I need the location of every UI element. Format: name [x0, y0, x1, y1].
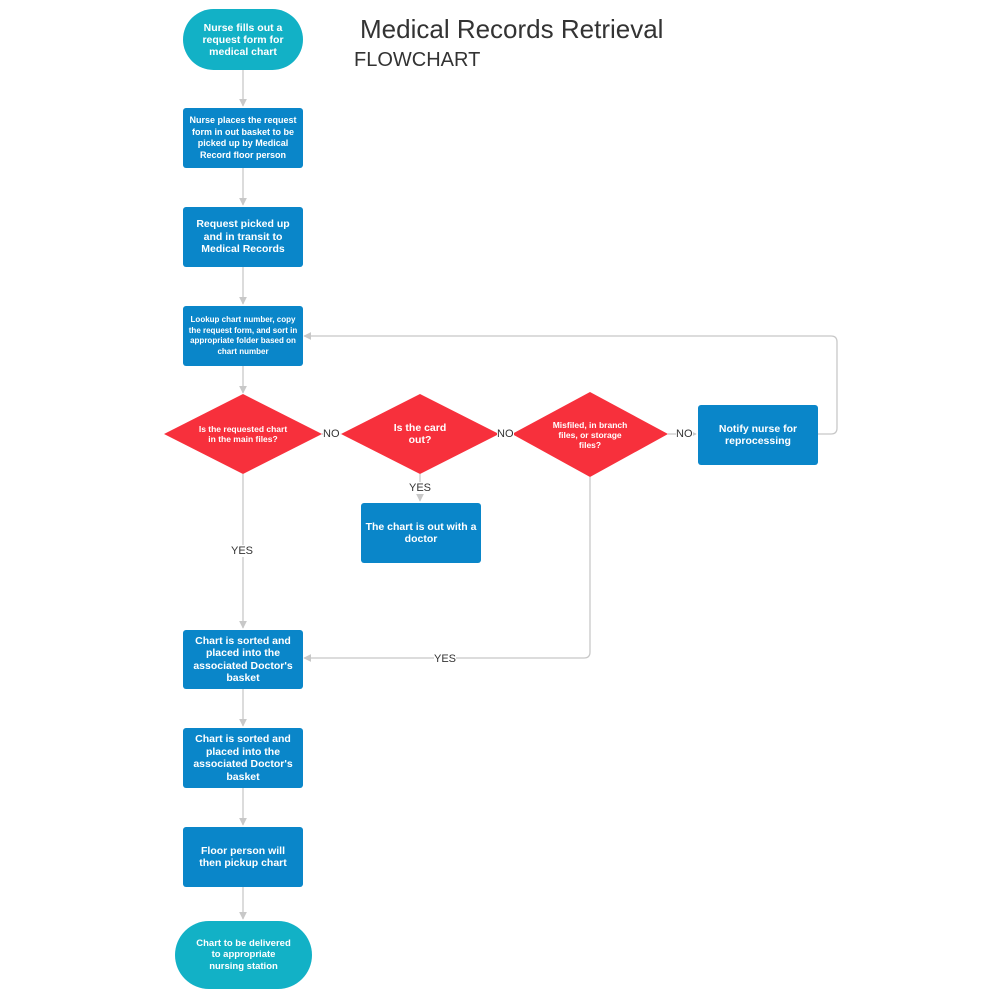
notify-nurse-box: Notify nurse for reprocessing — [698, 405, 818, 465]
end-terminal-text: Chart to be delivered to appropriate nur… — [196, 937, 291, 972]
lookup-box: Lookup chart number, copy the request fo… — [183, 306, 303, 366]
floor-pickup-box: Floor person will then pickup chart — [183, 827, 303, 887]
edge-label-misfiled-no: NO — [676, 428, 693, 440]
place-request-text: Nurse places the request form in out bas… — [189, 115, 297, 160]
place-request-box: Nurse places the request form in out bas… — [183, 108, 303, 168]
edge-label-main-yes: YES — [231, 545, 254, 557]
decision-card-out-shape — [341, 394, 499, 474]
edge-label-main-no: NO — [323, 428, 340, 440]
decision-misfiled-text: Misfiled, in branch files, or storage fi… — [552, 420, 628, 450]
decision-main-files-text: Is the requested chart in the main files… — [198, 424, 288, 444]
edge-label-card-no: NO — [497, 428, 514, 440]
edge-misfiled-yes-to-sorted — [303, 477, 591, 662]
sorted-basket-text-2: Chart is sorted and placed into the asso… — [193, 733, 293, 783]
decision-misfiled-shape — [512, 392, 668, 477]
edge-notify-loop-to-lookup — [303, 332, 838, 435]
start-terminal: Nurse fills out a request form for medic… — [183, 9, 303, 70]
in-transit-text: Request picked up and in transit to Medi… — [196, 218, 290, 256]
page-subtitle: FLOWCHART — [354, 49, 481, 71]
sorted-basket-box-2: Chart is sorted and placed into the asso… — [183, 728, 303, 788]
in-transit-box: Request picked up and in transit to Medi… — [183, 207, 303, 267]
sorted-basket-text-1: Chart is sorted and placed into the asso… — [193, 634, 293, 685]
decision-shapes — [164, 392, 668, 477]
lookup-text: Lookup chart number, copy the request fo… — [188, 315, 298, 356]
floor-pickup-text: Floor person will then pickup chart — [199, 844, 287, 870]
chart-with-doctor-text: The chart is out with a doctor — [365, 520, 477, 546]
page-title: Medical Records Retrieval — [360, 14, 664, 44]
start-terminal-text: Nurse fills out a request form for medic… — [202, 21, 284, 58]
edge-label-card-yes: YES — [409, 482, 432, 494]
decision-main-files-shape — [164, 394, 322, 474]
decision-card-out-text: Is the card out? — [393, 421, 447, 447]
chart-with-doctor-box: The chart is out with a doctor — [361, 503, 481, 563]
edge-label-misfiled-yes: YES — [434, 653, 457, 665]
sorted-basket-box-1: Chart is sorted and placed into the asso… — [183, 630, 303, 689]
end-terminal: Chart to be delivered to appropriate nur… — [175, 921, 312, 989]
notify-nurse-text: Notify nurse for reprocessing — [718, 422, 798, 448]
